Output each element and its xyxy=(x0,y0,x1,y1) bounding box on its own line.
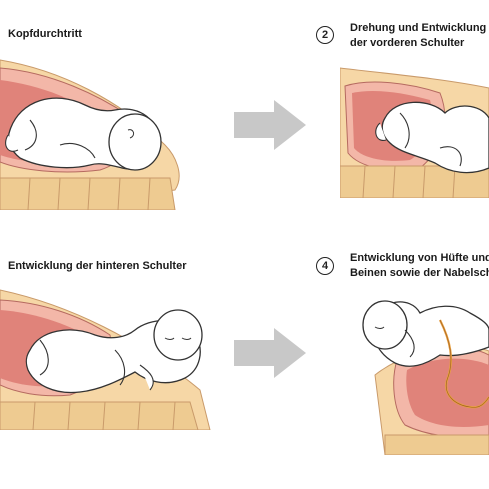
step-4-number: 4 xyxy=(316,257,334,275)
step-3-illustration xyxy=(0,280,215,430)
step-1-title-text: Kopfdurchtritt xyxy=(8,28,82,40)
step-4-illustration xyxy=(355,285,489,455)
arrow-right-icon xyxy=(234,100,306,150)
step-2-illustration xyxy=(340,58,489,198)
step-2-title-line2: der vorderen Schulter xyxy=(350,37,465,49)
step-1-illustration xyxy=(0,50,200,210)
step-4-title-line2: Beinen sowie der Nabelschnur xyxy=(350,267,489,279)
step-3-title: Entwicklung der hinteren Schulter xyxy=(8,259,186,274)
step-3-title-text: Entwicklung der hinteren Schulter xyxy=(8,260,187,272)
arrow-right-icon xyxy=(234,328,306,378)
step-2-title-line1: Drehung und Entwicklung xyxy=(350,22,487,34)
step-1-title: Kopfdurchtritt xyxy=(8,27,82,42)
step-4-title-line1: Entwicklung von Hüfte und xyxy=(350,252,489,264)
step-2-number: 2 xyxy=(316,26,334,44)
step-2-title: Drehung und Entwicklung der vorderen Sch… xyxy=(350,21,486,51)
step-4-title: Entwicklung von Hüfte und Beinen sowie d… xyxy=(350,251,489,281)
